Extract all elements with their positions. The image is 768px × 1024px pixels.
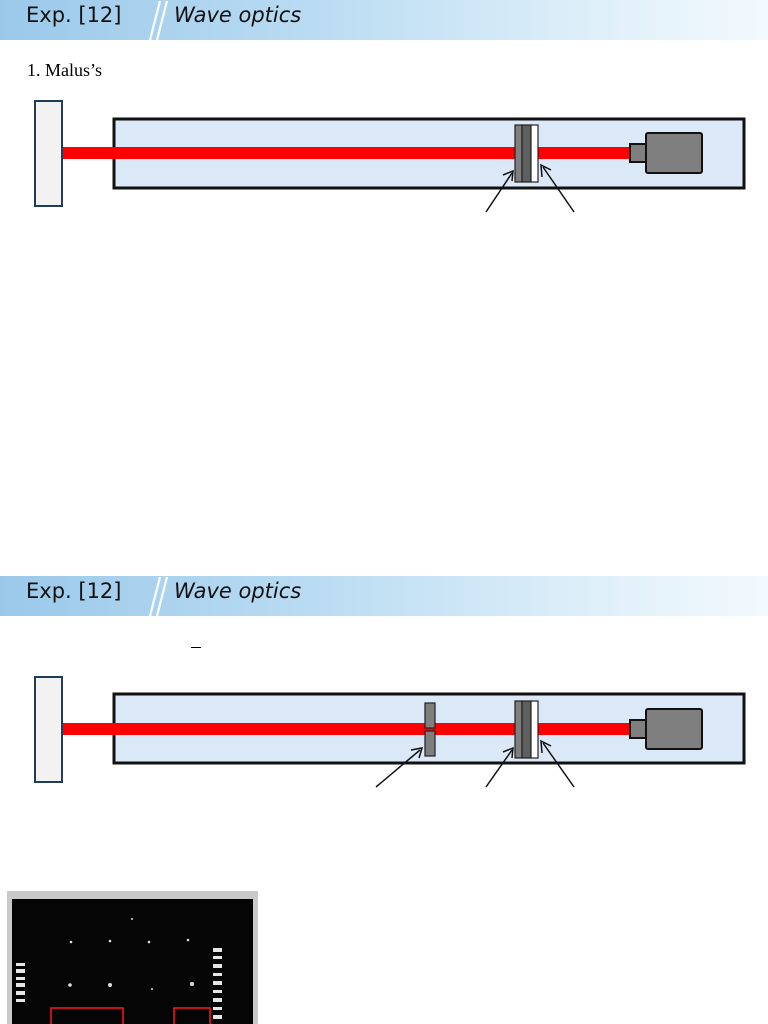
header-bar-top: Exp. [12] Wave optics [0, 0, 768, 40]
analyzer-plate [530, 700, 539, 759]
pointer-arrow [375, 747, 424, 788]
optical-setup-diagram-1 [34, 100, 746, 213]
polarizer-icon [521, 124, 532, 183]
double-slash-icon [148, 0, 169, 40]
polarizer-icon [514, 700, 523, 759]
polarizer-icon [514, 124, 523, 183]
dash-mark [191, 647, 201, 648]
photo-dark-panel [12, 899, 253, 1024]
photo-vertical-marks-right [213, 948, 222, 1019]
red-marker-box [50, 1007, 124, 1024]
pointer-arrow [485, 169, 514, 213]
double-slash-icon [148, 576, 169, 616]
screen-icon [34, 676, 63, 783]
slit-icon [424, 730, 436, 757]
laser-source-icon [645, 708, 703, 750]
pointer-arrow [485, 746, 514, 788]
light-dots [68, 918, 194, 990]
polarizer-icon [521, 700, 532, 759]
pointer-arrow [540, 163, 575, 213]
laser-source-nozzle [629, 719, 647, 739]
topic-label: Wave optics [174, 579, 302, 603]
experiment-photo [7, 891, 258, 1024]
screen-icon [34, 100, 63, 207]
laser-source-icon [645, 132, 703, 174]
slit-icon [424, 702, 436, 729]
topic-label: Wave optics [174, 3, 302, 27]
pointer-arrow [540, 739, 575, 788]
photo-vertical-marks-left [16, 963, 25, 1002]
laser-source-nozzle [629, 143, 647, 163]
optical-setup-diagram-2 [34, 676, 746, 788]
experiment-label: Exp. [12] [26, 3, 122, 27]
experiment-label: Exp. [12] [26, 579, 122, 603]
analyzer-plate [530, 124, 539, 183]
red-marker-box [173, 1007, 211, 1024]
laser-beam [60, 147, 635, 159]
section-title-malus: 1. Malus’s [27, 60, 103, 80]
header-bar-bottom: Exp. [12] Wave optics [0, 576, 768, 616]
photo-content [16, 918, 222, 1024]
laser-beam [60, 723, 635, 735]
